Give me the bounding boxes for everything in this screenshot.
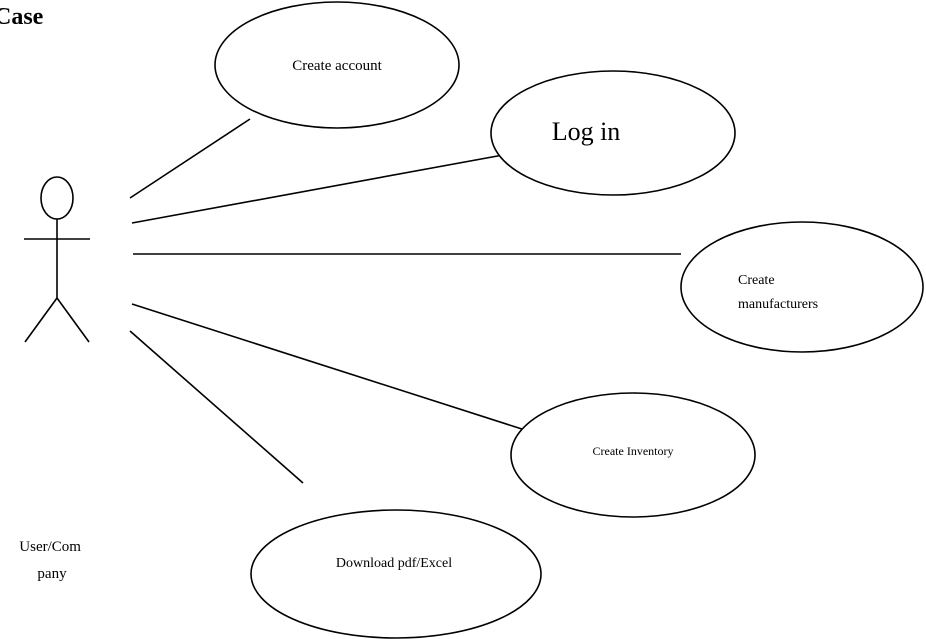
use-case-download[interactable]: Download pdf/Excel [250,509,542,639]
use-case-log-in-ellipse [490,70,736,196]
use-case-log-in-label: Log in [552,117,621,146]
actor-left-leg [24,297,58,343]
use-case-create-account[interactable]: Create account [214,1,460,129]
association-download [129,330,304,484]
associations [129,118,681,484]
use-case-create-manufacturers-line1: Create [738,273,775,288]
use-case-create-manufacturers-ellipse [680,221,924,353]
actor-figure [24,176,90,343]
association-create-account [129,118,251,199]
use-case-create-manufacturers-label: Create manufacturers [738,273,818,312]
actor-label: User/Com pany [19,539,84,582]
association-create-inventory [131,303,526,431]
use-case-create-account-ellipse [214,1,460,129]
use-case-download-label: Download pdf/Excel [336,556,452,571]
use-case-create-manufacturers-line2: manufacturers [738,297,818,312]
diagram-title: Case [0,4,44,30]
use-case-create-inventory-ellipse [510,392,756,518]
actor-label-line1: User/Com [19,539,81,555]
actor-head [40,176,74,220]
use-case-create-inventory[interactable]: Create Inventory [510,392,756,518]
use-case-log-in[interactable]: Log in [490,70,736,196]
actor-label-line2: pany [37,566,67,582]
actor-right-leg [56,297,90,343]
use-case-create-manufacturers[interactable]: Create manufacturers [680,221,924,353]
use-case-download-ellipse [250,509,542,639]
association-log-in [131,154,504,224]
use-case-create-account-label: Create account [292,58,382,74]
use-case-create-inventory-label: Create Inventory [593,444,674,458]
